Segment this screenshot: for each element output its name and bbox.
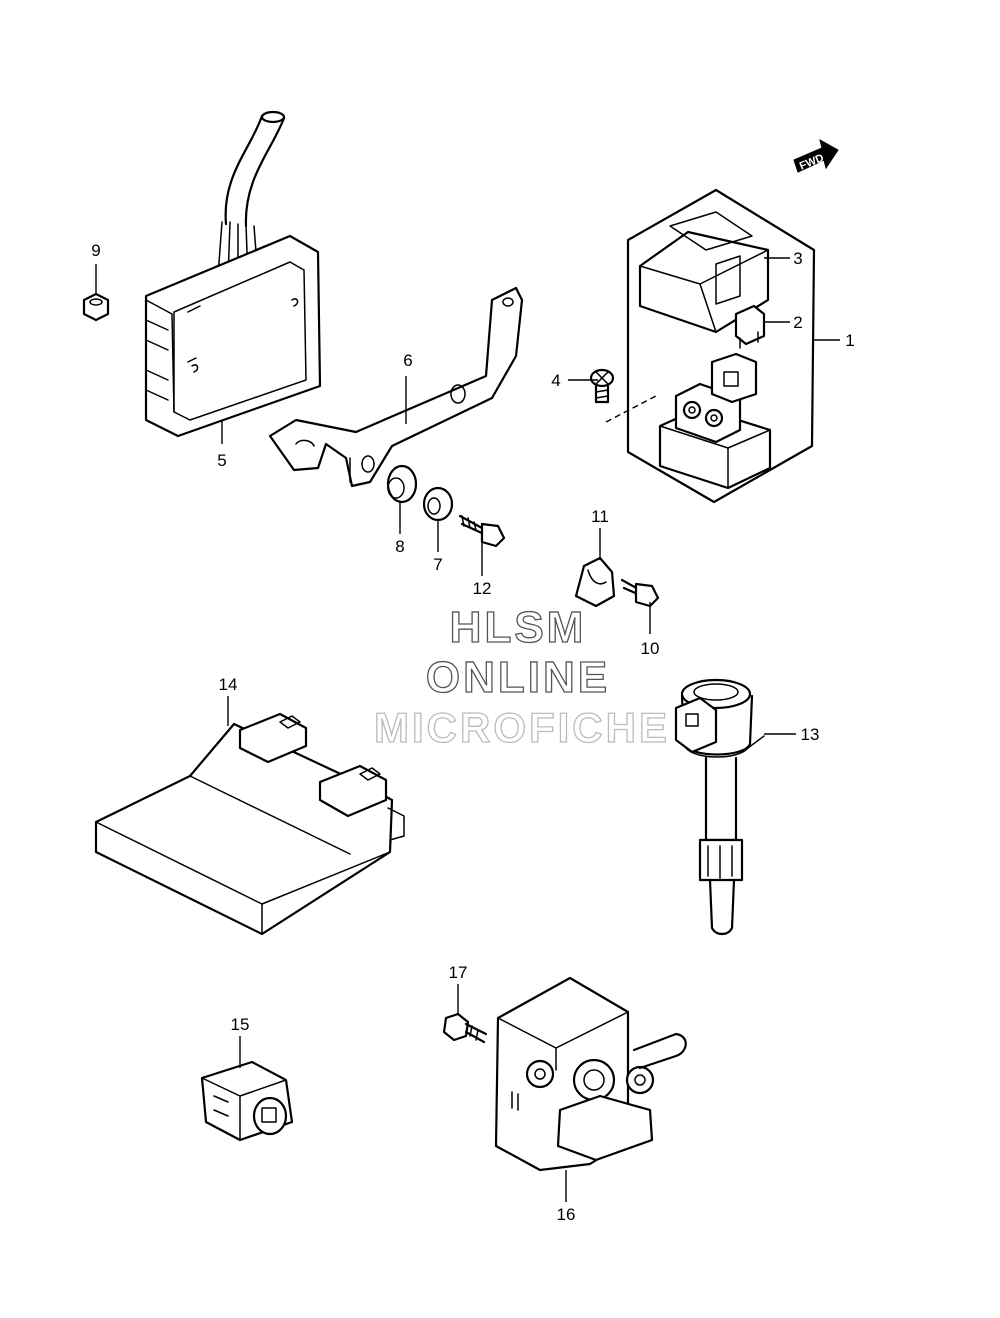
part-17-bolt [442,1012,488,1044]
part-12-bolt [458,514,506,548]
callout-14: 14 [219,675,238,694]
part-10-bolt [620,578,660,608]
callout-4: 4 [551,371,560,390]
leader-lines [95,257,840,1202]
watermark-line-2: ONLINE [426,653,610,702]
callout-11: 11 [591,507,609,526]
part-13-ignition-coil [674,678,765,936]
watermark-line-3: MICROFICHE [374,704,670,751]
callout-17: 17 [449,963,468,982]
fwd-label: FWD [798,152,826,173]
callout-5: 5 [217,451,226,470]
callout-3: 3 [793,249,802,268]
callout-2: 2 [793,313,802,332]
callout-10: 10 [641,639,660,658]
callout-13: 13 [801,725,820,744]
callout-1: 1 [845,331,854,350]
part-14-ecm [94,712,405,936]
callout-16: 16 [557,1205,576,1224]
callout-15: 15 [231,1015,250,1034]
fwd-arrow-icon: FWD [793,139,839,173]
part-6-bracket [268,286,524,488]
part-5-regulator-rectifier [144,110,322,438]
callout-8: 8 [395,537,404,556]
callout-6: 6 [403,351,412,370]
callout-7: 7 [433,555,442,574]
watermark-line-1: HLSM [450,603,587,652]
part-4-screw [589,368,615,404]
part-7-collar [422,486,454,522]
callout-9: 9 [91,241,100,260]
watermark: HLSM ONLINE MICROFICHE [373,602,670,751]
part-8-grommet [386,464,418,504]
part-11-clamp [574,556,616,608]
part-9-nut [82,292,110,322]
part-15-connector [200,1060,294,1142]
callout-12: 12 [473,579,492,598]
part-1-relay-assembly [605,188,816,504]
part-16-sensor [494,976,687,1172]
callout-labels: 9 5 6 8 7 12 11 10 4 3 2 1 13 14 15 17 1… [91,241,854,1224]
